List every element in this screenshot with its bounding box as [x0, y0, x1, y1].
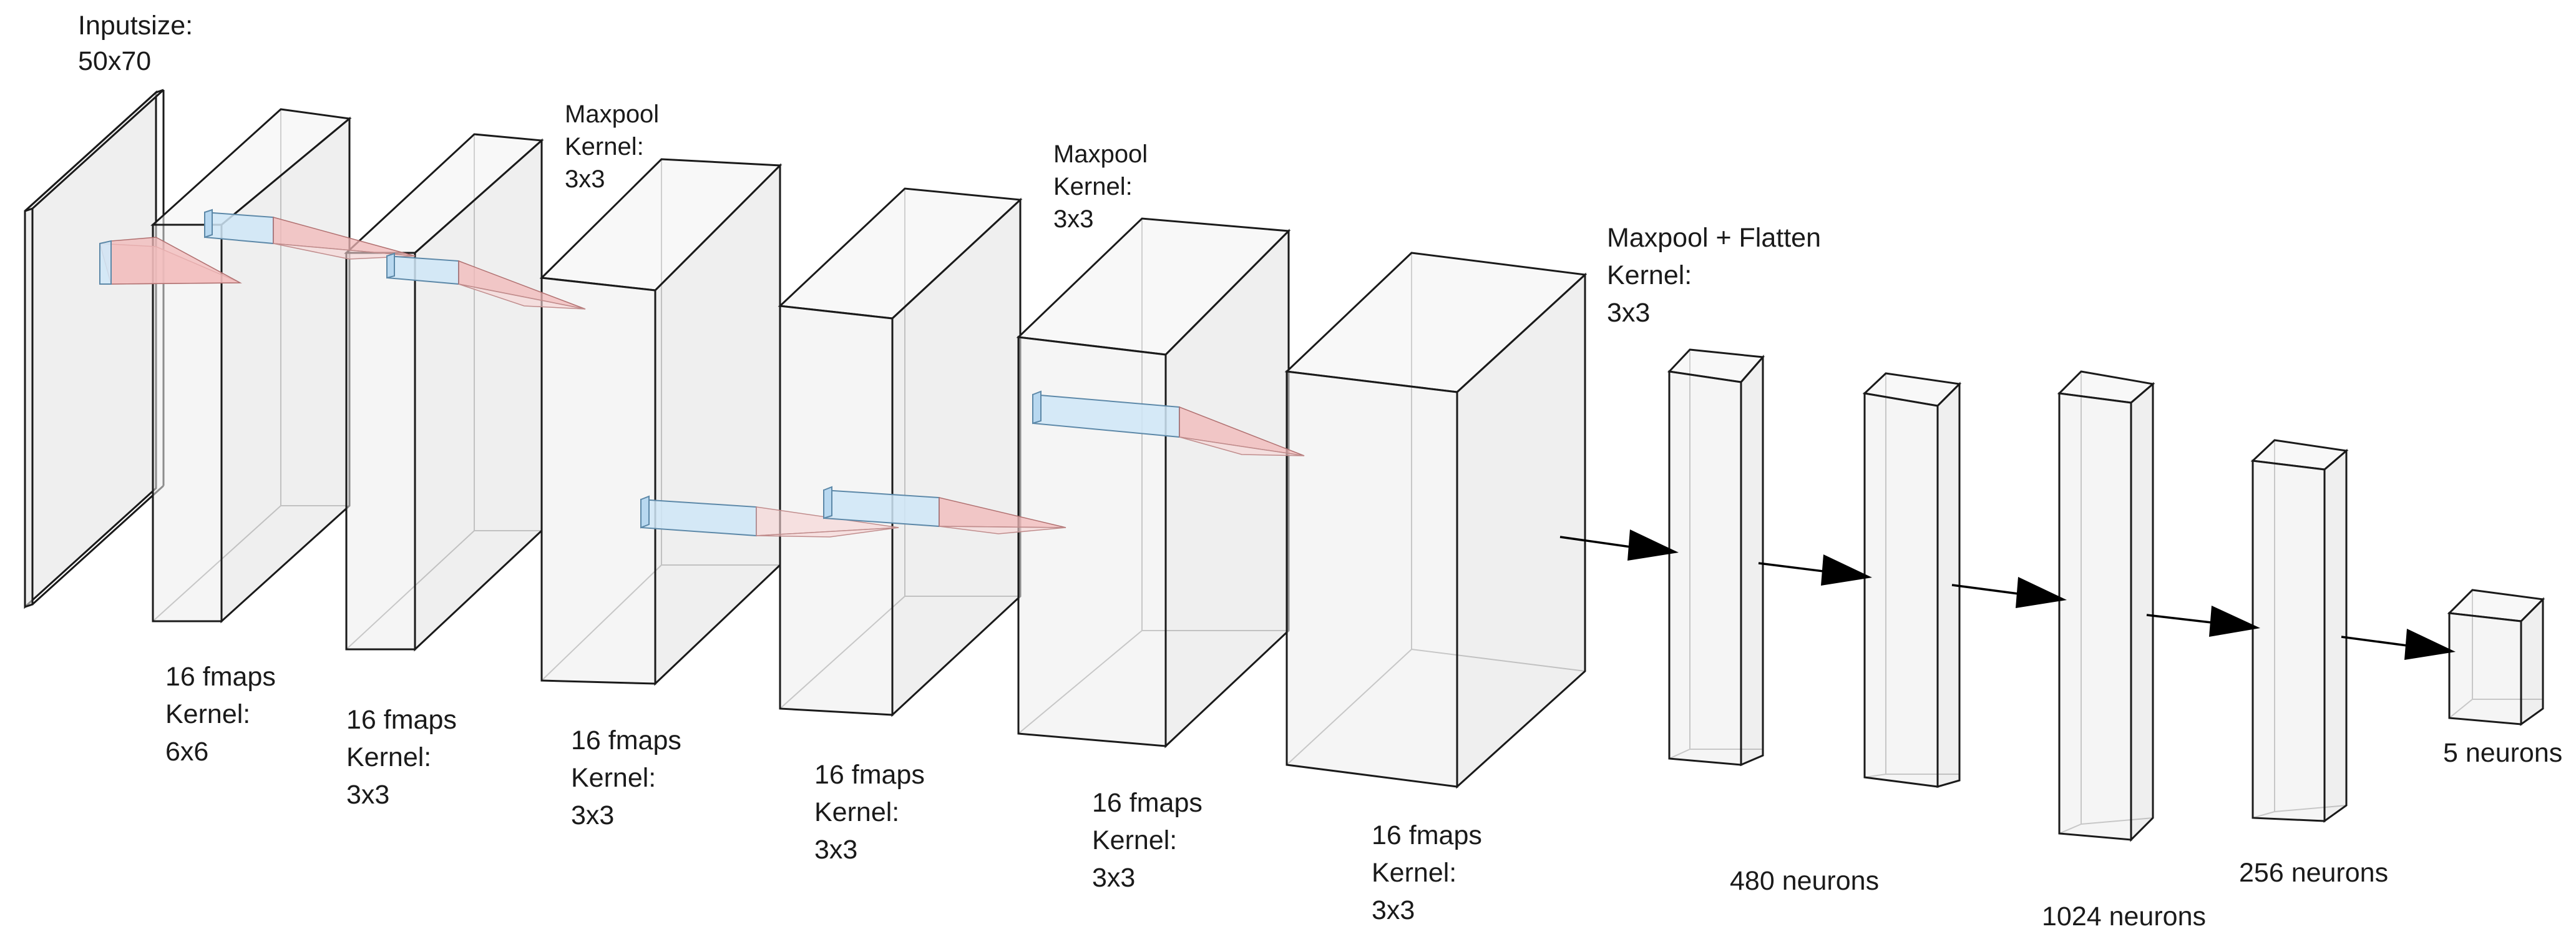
kernel-marker-6: [1032, 390, 1305, 456]
kernel-marker-3: [386, 252, 586, 310]
dense-layer-256-box: [2250, 439, 2349, 823]
kernel-marker-1: [99, 237, 242, 285]
dense-5-label: 5 neurons: [2443, 738, 2562, 768]
conv-layer-4-box: [778, 187, 1023, 717]
dense-layer-480-box: [1667, 348, 1765, 767]
maxpool-2-label: Maxpool Kernel: 3x3: [1053, 140, 1148, 233]
conv-layer-6-box: [1284, 252, 1588, 789]
maxpool-1-size: 3x3: [565, 165, 605, 193]
maxpool-flatten-label: Maxpool + Flatten Kernel: 3x3: [1607, 223, 1821, 328]
conv-5-fmaps: 16 fmaps: [1092, 788, 1203, 818]
conv-4-kernel: Kernel:: [814, 797, 899, 827]
maxpool-flatten-title: Maxpool + Flatten: [1607, 223, 1821, 253]
conv-layer-4-label: 16 fmaps Kernel: 3x3: [814, 760, 925, 865]
maxpool-1-kernel: Kernel:: [565, 133, 644, 160]
conv-1-fmaps: 16 fmaps: [165, 662, 276, 692]
arrow-480-to-1024: [1758, 554, 1872, 586]
arrow-1024b-to-256: [2146, 606, 2260, 637]
conv-layer-2-box: [344, 133, 544, 652]
conv-layer-6-label: 16 fmaps Kernel: 3x3: [1372, 820, 1482, 925]
input-label-line1: Inputsize:: [78, 11, 193, 41]
conv-1-size: 6x6: [165, 737, 208, 767]
dense-480-label: 480 neurons: [1730, 866, 1879, 896]
conv-4-size: 3x3: [814, 835, 857, 865]
maxpool-flatten-kernel: Kernel:: [1607, 260, 1692, 290]
kernel-marker-2: [204, 209, 416, 260]
conv-5-kernel: Kernel:: [1092, 825, 1177, 855]
conv-3-fmaps: 16 fmaps: [571, 725, 681, 755]
conv-layer-1-box: [150, 108, 352, 624]
conv-6-kernel: Kernel:: [1372, 858, 1456, 888]
maxpool-2-title: Maxpool: [1053, 140, 1148, 168]
maxpool-1-label: Maxpool Kernel: 3x3: [565, 101, 659, 193]
kernel-marker-5: [823, 486, 1066, 534]
conv-6-fmaps: 16 fmaps: [1372, 820, 1482, 850]
conv-4-fmaps: 16 fmaps: [814, 760, 925, 790]
conv-5-size: 3x3: [1092, 863, 1135, 893]
conv-layer-5-label: 16 fmaps Kernel: 3x3: [1092, 788, 1203, 893]
dense-layer-5-box: [2447, 589, 2545, 726]
conv-layer-3-label: 16 fmaps Kernel: 3x3: [571, 725, 681, 830]
dense-256-label: 256 neurons: [2239, 858, 2388, 888]
conv-layer-2-label: 16 fmaps Kernel: 3x3: [346, 705, 457, 810]
conv-layer-5-box: [1016, 217, 1291, 749]
conv-2-kernel: Kernel:: [346, 742, 431, 772]
maxpool-2-kernel: Kernel:: [1053, 173, 1133, 200]
input-label: Inputsize: 50x70: [78, 11, 193, 76]
input-label-line2: 50x70: [78, 46, 151, 76]
maxpool-flatten-size: 3x3: [1607, 298, 1650, 328]
conv-layer-1-label: 16 fmaps Kernel: 6x6: [165, 662, 276, 767]
input-slab: [24, 89, 165, 609]
conv-3-kernel: Kernel:: [571, 763, 656, 793]
conv-2-size: 3x3: [346, 780, 389, 810]
conv-1-kernel: Kernel:: [165, 699, 250, 729]
maxpool-2-size: 3x3: [1053, 205, 1094, 233]
dense-layer-1024-box: [1862, 372, 1962, 788]
maxpool-1-title: Maxpool: [565, 101, 659, 128]
arrow-flatten-to-480: [1559, 529, 1679, 561]
arrow-1024-to-1024b: [1951, 577, 2067, 608]
dense-layer-1024b-box: [2057, 370, 2155, 842]
conv-layer-3-box: [539, 158, 783, 686]
conv-2-fmaps: 16 fmaps: [346, 705, 457, 735]
conv-3-size: 3x3: [571, 800, 614, 830]
conv-6-size: 3x3: [1372, 895, 1415, 925]
arrow-256-to-5: [2341, 629, 2456, 660]
kernel-marker-4: [640, 495, 899, 538]
dense-1024-label: 1024 neurons: [2042, 902, 2206, 932]
